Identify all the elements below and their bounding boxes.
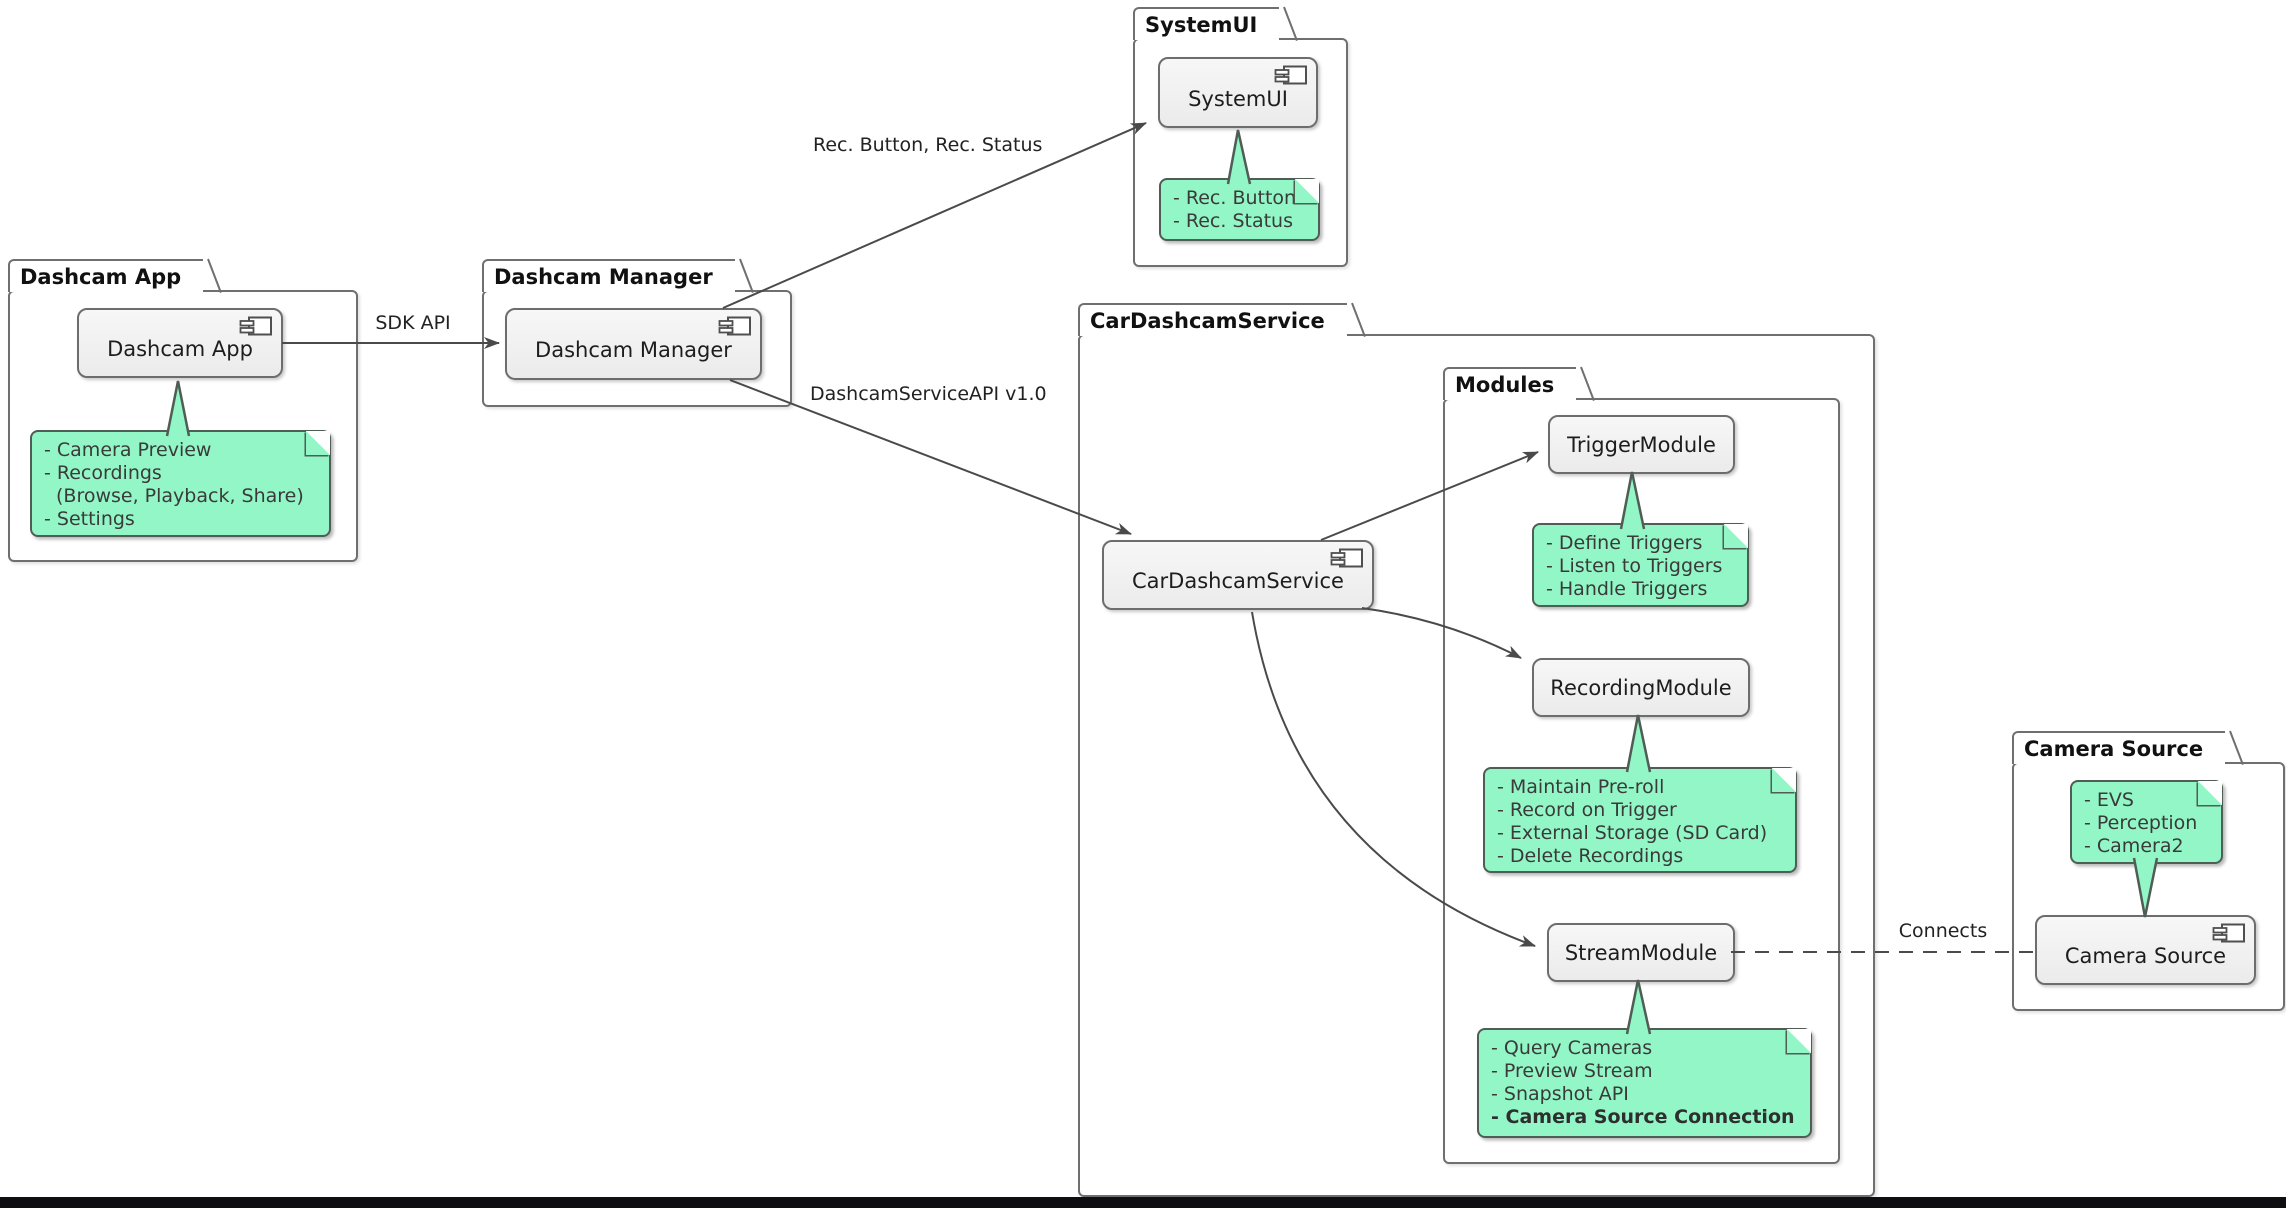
note-line: - Perception	[2084, 812, 2198, 834]
note-camera-source: - EVS - Perception - Camera2	[2070, 780, 2223, 864]
component-label: RecordingModule	[1550, 675, 1732, 700]
package-title: Modules	[1455, 372, 1555, 397]
note-line: - Define Triggers	[1546, 532, 1703, 554]
package-systemui-tab: SystemUI	[1133, 7, 1280, 40]
component-label: Dashcam Manager	[535, 338, 732, 362]
package-title: Dashcam Manager	[494, 264, 713, 289]
package-dashcam-app: Dashcam App	[8, 259, 358, 562]
component-label: Camera Source	[2064, 944, 2227, 968]
note-stream-module: - Query Cameras - Preview Stream - Snaps…	[1477, 1028, 1812, 1138]
component-icon	[239, 316, 273, 340]
component-icon	[718, 316, 752, 340]
package-title: CarDashcamService	[1090, 308, 1325, 333]
bottom-window-edge	[0, 1197, 2286, 1208]
component-car-dashcam-service: CarDashcamService	[1102, 540, 1374, 610]
component-camera-source: Camera Source	[2035, 915, 2256, 985]
component-recording-module: RecordingModule	[1532, 658, 1750, 717]
component-label: Dashcam App	[107, 337, 253, 361]
component-icon	[1330, 548, 1364, 572]
note-line: - Camera Source Connection	[1491, 1106, 1795, 1128]
package-systemui: SystemUI	[1133, 7, 1348, 267]
package-title: Camera Source	[2024, 736, 2204, 761]
component-dashcam-manager: Dashcam Manager	[505, 308, 762, 380]
edge-label-rec: Rec. Button, Rec. Status	[813, 134, 1043, 156]
note-trigger-module: - Define Triggers - Listen to Triggers -…	[1532, 523, 1749, 607]
note-line: - Preview Stream	[1491, 1060, 1653, 1082]
component-dashcam-app: Dashcam App	[77, 308, 283, 378]
package-dashcam-app-tab: Dashcam App	[8, 259, 204, 292]
package-title: Dashcam App	[20, 264, 182, 289]
component-label: CarDashcamService	[1132, 569, 1344, 593]
component-icon	[1274, 65, 1308, 89]
note-line: - Rec. Button	[1173, 187, 1297, 209]
note-systemui: - Rec. Button - Rec. Status	[1159, 178, 1320, 241]
component-icon	[2212, 923, 2246, 947]
note-recording-module: - Maintain Pre-roll - Record on Trigger …	[1483, 767, 1797, 873]
package-car-dashcam-service: CarDashcamService	[1078, 303, 1875, 1197]
package-title: SystemUI	[1145, 12, 1258, 37]
note-line: (Browse, Playback, Share)	[56, 485, 304, 507]
note-line: - Camera Preview	[44, 439, 212, 461]
component-label: TriggerModule	[1567, 432, 1716, 457]
package-dashcam-manager: Dashcam Manager	[482, 259, 792, 407]
package-car-dashcam-service-tab: CarDashcamService	[1078, 303, 1347, 336]
component-label: SystemUI	[1188, 86, 1288, 111]
package-modules-tab: Modules	[1443, 367, 1577, 400]
note-line: - Camera2	[2084, 835, 2184, 857]
note-line: - Snapshot API	[1491, 1083, 1629, 1105]
note-line: - Delete Recordings	[1497, 845, 1684, 867]
edge-label-sdk-api: SDK API	[375, 312, 451, 334]
package-dashcam-manager-tab: Dashcam Manager	[482, 259, 735, 292]
component-trigger-module: TriggerModule	[1548, 415, 1735, 474]
note-line: - EVS	[2084, 789, 2134, 811]
note-line: - Listen to Triggers	[1546, 555, 1723, 577]
component-stream-module: StreamModule	[1547, 923, 1735, 982]
note-line: - Recordings	[44, 462, 162, 484]
edge-label-service-api: DashcamServiceAPI v1.0	[810, 383, 1047, 405]
package-camera-source-tab: Camera Source	[2012, 731, 2226, 764]
note-line: - External Storage (SD Card)	[1497, 822, 1768, 844]
note-dashcam-app: - Camera Preview - Recordings (Browse, P…	[30, 430, 331, 537]
note-line: - Maintain Pre-roll	[1497, 776, 1665, 798]
note-line: - Handle Triggers	[1546, 578, 1708, 600]
note-line: - Settings	[44, 508, 135, 530]
note-line: - Query Cameras	[1491, 1037, 1653, 1059]
package-camera-source: Camera Source	[2012, 731, 2285, 1011]
edge-label-connects: Connects	[1898, 920, 1988, 942]
note-line: - Rec. Status	[1173, 210, 1294, 232]
component-systemui: SystemUI	[1158, 57, 1318, 128]
component-label: StreamModule	[1564, 940, 1718, 965]
note-line: - Record on Trigger	[1497, 799, 1677, 821]
